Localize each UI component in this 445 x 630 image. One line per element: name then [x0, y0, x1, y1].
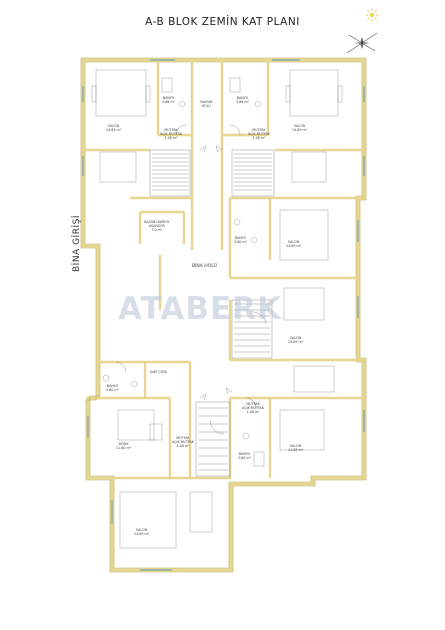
furniture	[91, 69, 343, 549]
room-label-kapi: KAPI ÇIKIŞ	[150, 370, 167, 374]
room-label-bina-holu: BİNA HOLÜ	[192, 264, 217, 269]
exterior-wall-lines	[80, 57, 367, 573]
plan-title: A-B BLOK ZEMİN KAT PLANI	[145, 16, 300, 28]
watermark: ATABERK	[118, 291, 283, 327]
windows	[82, 59, 365, 571]
bathroom-fixtures	[102, 77, 265, 467]
stairs	[149, 149, 275, 477]
door-swings	[115, 124, 257, 409]
compass-rose-icon	[346, 32, 378, 54]
sun-icon	[365, 8, 379, 22]
interior-walls	[83, 60, 364, 480]
entrance-label: BİNA GİRİŞİ	[72, 215, 82, 272]
